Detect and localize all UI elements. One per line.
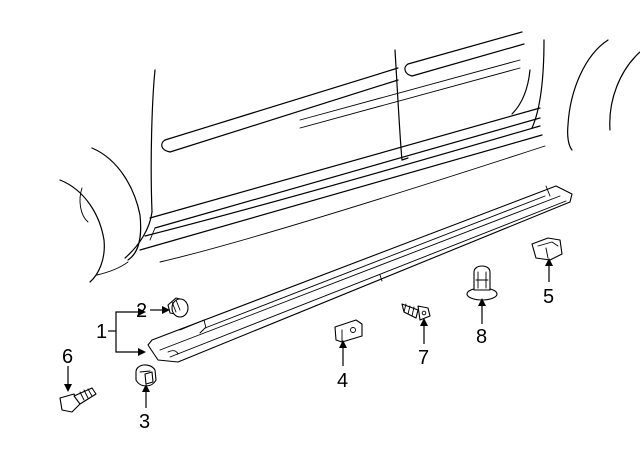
bolt-icon <box>59 387 97 413</box>
push-retainer-icon <box>466 265 498 301</box>
arrowhead-7 <box>420 318 428 326</box>
callout-label-5: 5 <box>543 286 554 308</box>
arrowhead-1b <box>138 348 146 356</box>
callout-label-6: 6 <box>62 346 73 368</box>
arrowhead-8 <box>478 298 486 306</box>
push-pin-clip-icon <box>167 297 189 318</box>
callout-label-2: 2 <box>136 300 147 322</box>
vehicle-body-outline <box>59 31 640 283</box>
callout-arrowheads <box>64 258 553 392</box>
rocker-molding <box>147 185 573 363</box>
arrowhead-6 <box>64 384 72 392</box>
bracket-clip-icon <box>334 319 363 343</box>
callout-label-8: 8 <box>476 326 487 348</box>
screw-icon <box>401 303 431 321</box>
arrowhead-3 <box>142 384 150 392</box>
arrowhead-2 <box>162 306 170 314</box>
callout-label-3: 3 <box>139 411 150 433</box>
arrowhead-1a <box>138 308 146 316</box>
end-bracket-icon <box>531 237 563 261</box>
callout-label-7: 7 <box>418 347 429 369</box>
arrowhead-4 <box>339 340 347 348</box>
arrowhead-5 <box>545 258 553 266</box>
retainer-nut-icon <box>135 364 157 387</box>
callout-label-4: 4 <box>337 370 348 392</box>
callout-label-1: 1 <box>96 321 107 343</box>
callout-leaders <box>67 264 550 408</box>
